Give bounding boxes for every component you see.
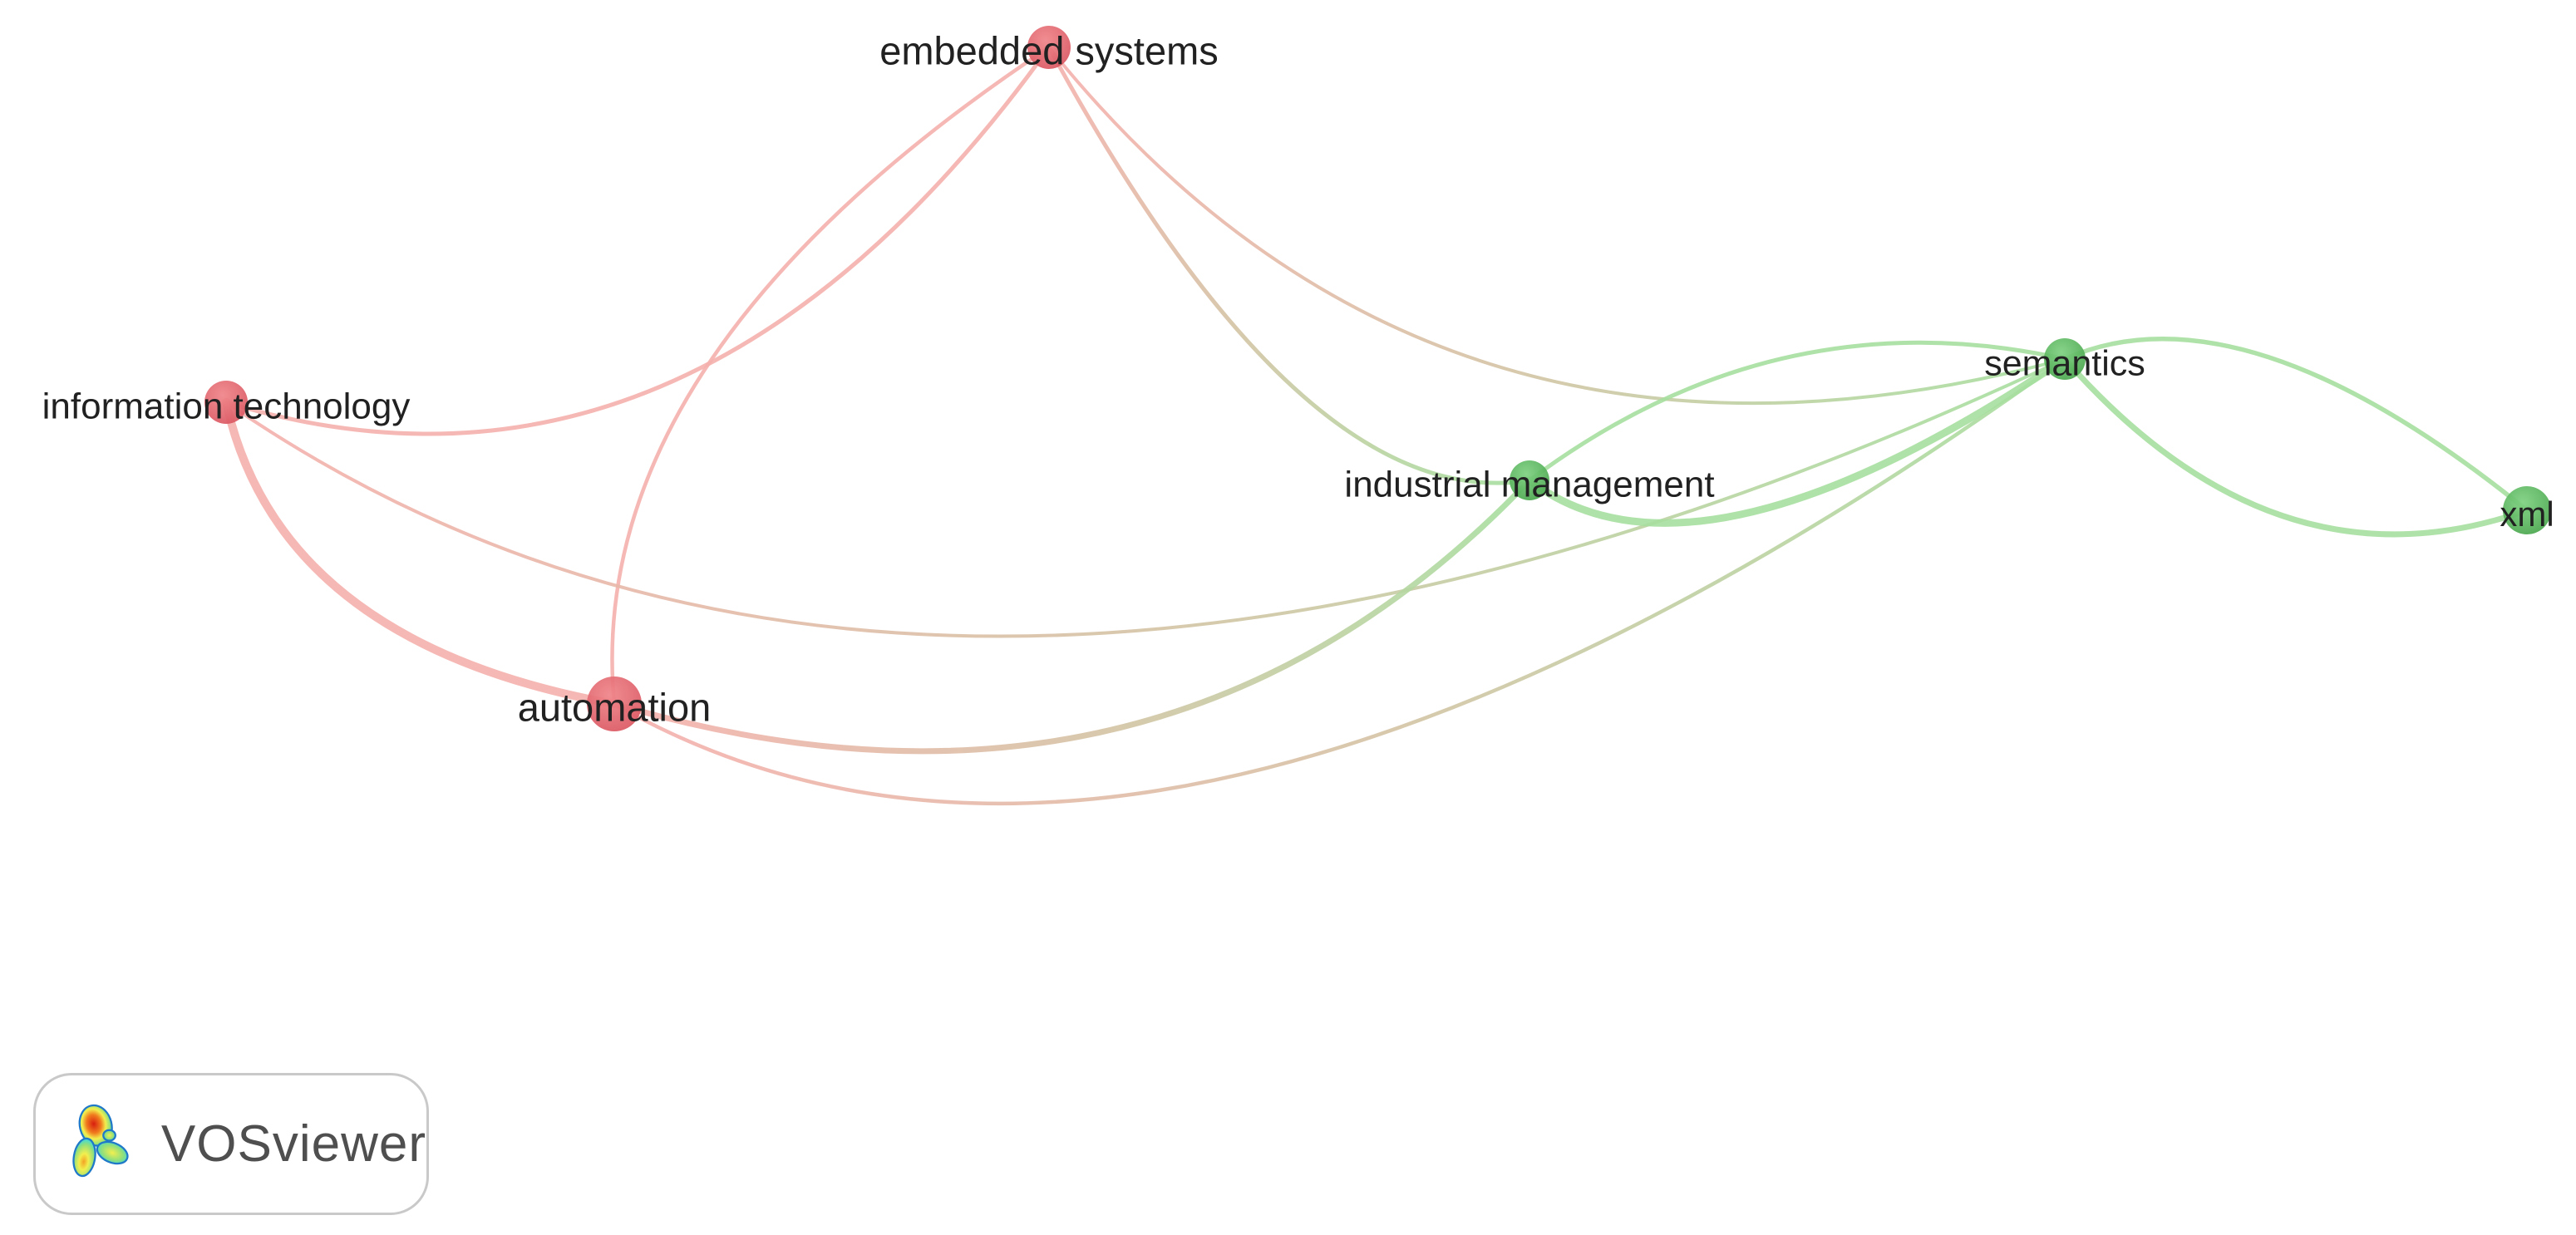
node-xml[interactable] (2503, 486, 2551, 534)
edge-embedded-systems--semantics (1047, 46, 2066, 406)
edge-embedded-systems--automation (610, 45, 1052, 706)
vosviewer-logo[interactable]: VOSviewer (33, 1073, 429, 1215)
node-label-automation: automation (518, 685, 712, 729)
node-label-embedded-systems: embedded systems (879, 28, 1219, 72)
node-label-industrial-management: industrial management (1344, 465, 1714, 505)
edge-automation--semantics (612, 357, 2067, 805)
edge-semantics--xml (2062, 337, 2529, 513)
edge-automation--industrial-management (611, 477, 1533, 755)
node-label-xml: xml (2500, 494, 2554, 534)
edge-embedded-systems--industrial-management (1047, 45, 1532, 485)
node-information-technology[interactable] (204, 381, 248, 424)
edge-industrial-management--semantics (1525, 355, 2069, 527)
vosviewer-heatmap-icon (72, 1104, 129, 1177)
edge-industrial-management--semantics (1527, 340, 2067, 483)
edge-semantics--xml (2061, 356, 2530, 538)
node-automation[interactable] (587, 677, 642, 731)
node-semantics[interactable] (2044, 338, 2086, 380)
vosviewer-logo-text: VOSviewer (160, 1115, 426, 1173)
node-label-semantics: semantics (1984, 343, 2145, 383)
edge-information-technology--automation (222, 398, 618, 708)
node-label-information-technology: information technology (42, 386, 411, 427)
node-embedded-systems[interactable] (1027, 26, 1071, 69)
edge-information-technology--semantics (224, 357, 2066, 638)
edge-embedded-systems--information-technology (224, 45, 1052, 436)
node-industrial-management[interactable] (1510, 460, 1549, 500)
